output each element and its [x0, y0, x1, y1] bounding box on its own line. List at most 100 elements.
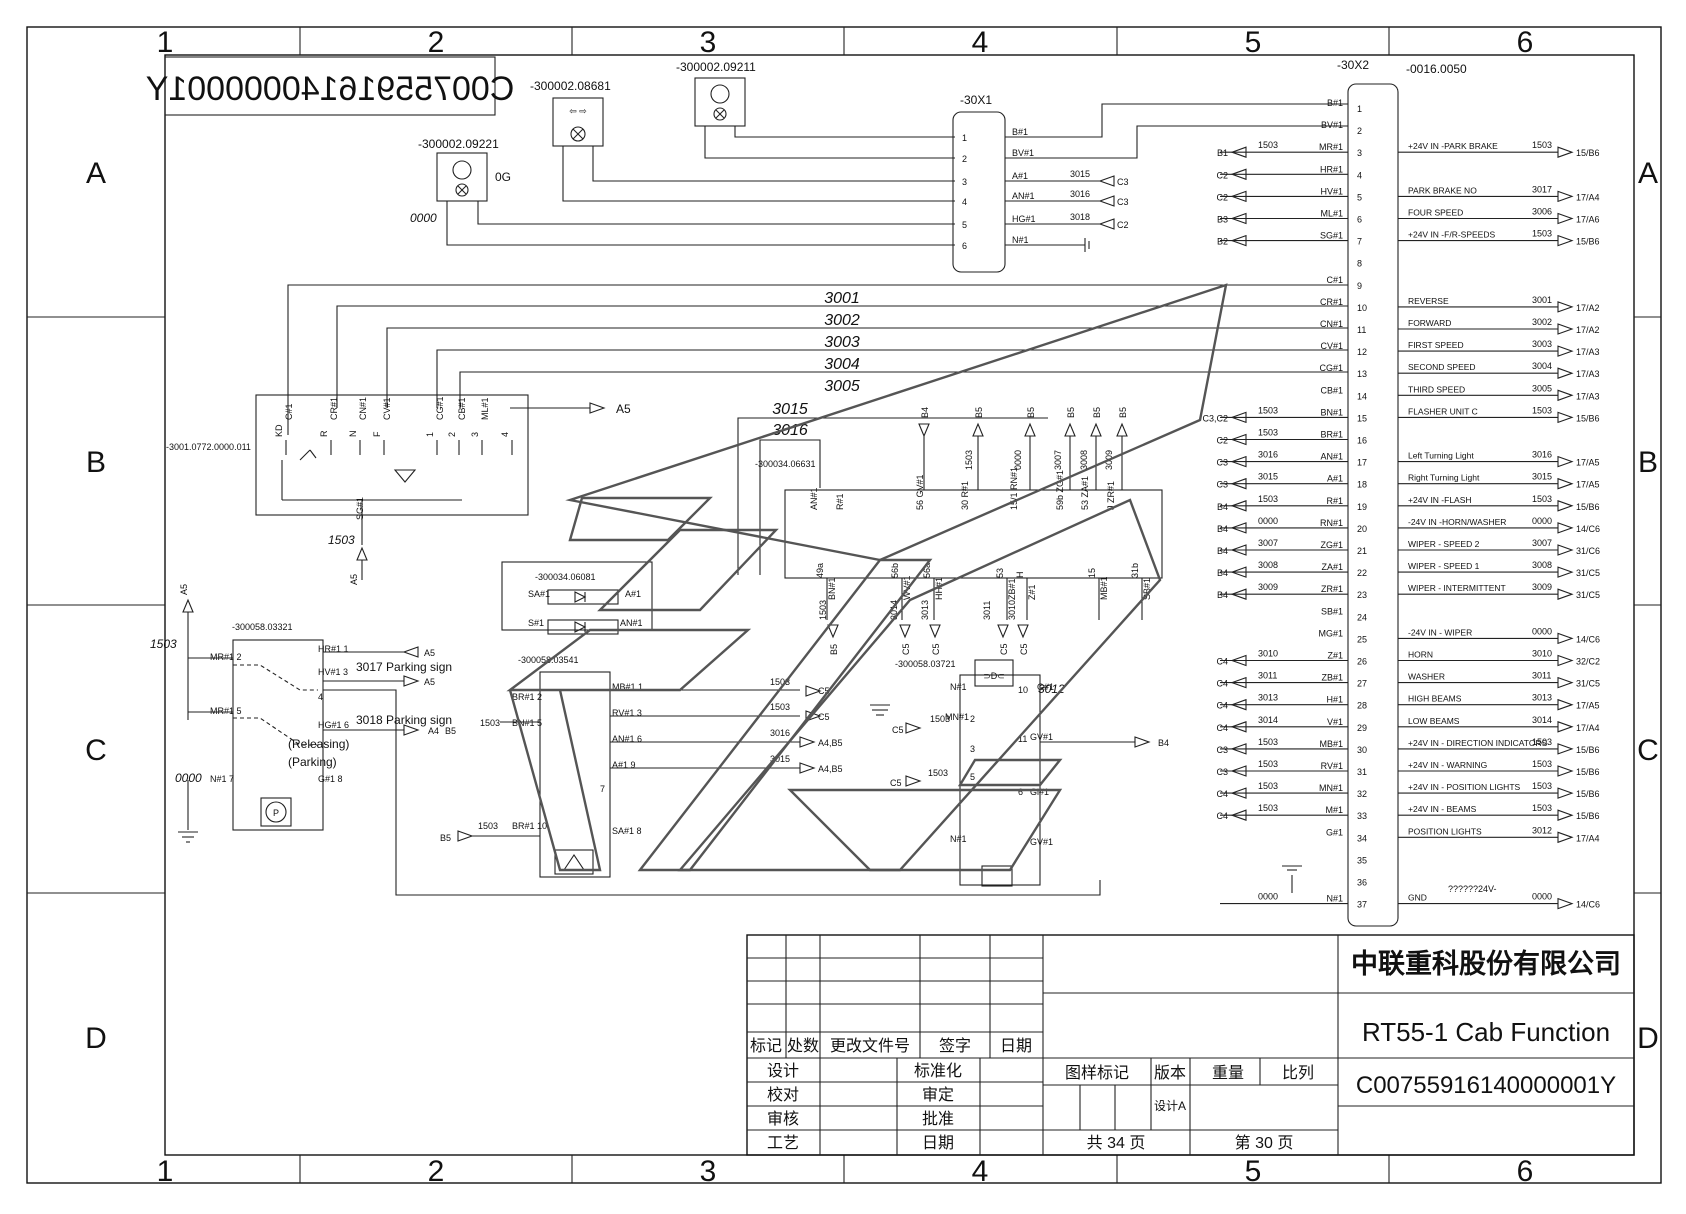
- x2-pin-27: 27: [1357, 679, 1367, 689]
- svg-text:⇦ ⇨: ⇦ ⇨: [569, 106, 587, 116]
- haz-pin-1: BN#1 5: [512, 718, 542, 728]
- x2-desc-5: PARK BRAKE NO: [1408, 185, 1477, 195]
- x2-sublabel: -0016.0050: [1406, 62, 1467, 76]
- sw-code-6: 3: [470, 432, 480, 437]
- x2-pin-33: 33: [1357, 811, 1367, 821]
- sw-tag-3: CV#1: [382, 397, 392, 420]
- relay-bottom-dest-4: C5: [1019, 643, 1029, 655]
- svg-text:设计A: 设计A: [1154, 1099, 1186, 1113]
- x2-desc-37: GND: [1408, 893, 1427, 903]
- relay-top-0: B4: [920, 407, 930, 418]
- sw-tag-5: CB#1: [457, 397, 467, 420]
- sw-code-3: F: [372, 431, 382, 437]
- x2-ldest-32: C4: [1216, 789, 1228, 799]
- x2-desc-18: Right Turning Light: [1408, 473, 1480, 483]
- x2-pin-7: 7: [1357, 237, 1362, 247]
- relay-wire-top-2: 3007: [1053, 450, 1063, 470]
- x1-pin-6: 6: [962, 241, 967, 251]
- x2-ldest-17: C3: [1216, 458, 1228, 468]
- routing-overlays: [506, 283, 1228, 872]
- light-pin-5: GV#1: [1030, 837, 1053, 847]
- relay-pin-2: 56 GV#1: [915, 474, 925, 510]
- x2-rdest-25: 14/C6: [1576, 634, 1600, 644]
- lamp-k2: -300002.08681 ⇦ ⇨: [530, 79, 955, 202]
- relay-bottom-tag-4: Z#1: [1027, 584, 1037, 600]
- x2-pin-14: 14: [1357, 391, 1367, 401]
- x2-tag-11: CN#1: [1320, 319, 1343, 329]
- x2-rwire-3: 1503: [1532, 140, 1552, 150]
- x2-tag-15: BN#1: [1320, 407, 1343, 417]
- lightsw-label: -300058.03721: [895, 659, 956, 669]
- svg-text:1503: 1503: [770, 677, 790, 687]
- x2-desc-14: THIRD SPEED: [1408, 384, 1465, 394]
- x2-rdest-10: 17/A2: [1576, 303, 1600, 313]
- x2-rdest-22: 31/C5: [1576, 568, 1600, 578]
- svg-text:重量: 重量: [1212, 1064, 1244, 1082]
- park-pin-3: HR#1 1: [318, 644, 349, 654]
- x1-pin-3: 3: [962, 177, 967, 187]
- x2-rdest-29: 17/A4: [1576, 723, 1600, 733]
- x2-tag-33: M#1: [1325, 805, 1343, 815]
- x2-rdest-23: 31/C5: [1576, 590, 1600, 600]
- bus-3004: 3004: [824, 356, 860, 373]
- relay-bottom-tag-2: HH#1: [934, 577, 944, 600]
- grid-col-top-4: 4: [972, 26, 989, 59]
- park-parking: (Parking): [288, 755, 337, 769]
- drawing-number-mirrored: C00755916140000001Y: [146, 70, 515, 108]
- svg-text:1503: 1503: [770, 702, 790, 712]
- grid-row-right-A: A: [1638, 157, 1658, 190]
- x2-pin-20: 20: [1357, 524, 1367, 534]
- x2-rwire-31: 1503: [1532, 759, 1552, 769]
- grid-row-left-C: C: [85, 734, 107, 767]
- svg-text:设计: 设计: [767, 1062, 799, 1080]
- x2-tag-14: CB#1: [1320, 385, 1343, 395]
- x2-tag-31: RV#1: [1321, 761, 1343, 771]
- relay-bottom-dest-0: B5: [829, 644, 839, 655]
- relay-bottom-wire-1: 3014: [889, 600, 899, 620]
- x2-pin-6: 6: [1357, 215, 1362, 225]
- relay-pin-0: AN#1: [809, 487, 819, 510]
- x2-pin-29: 29: [1357, 723, 1367, 733]
- relay-wire-top-1: 0000: [1013, 450, 1023, 470]
- haz-pin-0: BR#1 2: [512, 692, 542, 702]
- grid-col-bottom-3: 3: [700, 1155, 717, 1188]
- x2-ldest-15: C3,C2: [1202, 413, 1228, 423]
- x2-rdest-12: 17/A3: [1576, 347, 1600, 357]
- x2-pin-18: 18: [1357, 480, 1367, 490]
- svg-text:3015: 3015: [770, 754, 790, 764]
- x2-pin-11: 11: [1357, 325, 1366, 335]
- x2-pin-25: 25: [1357, 634, 1367, 644]
- x2-pin-17: 17: [1357, 458, 1367, 468]
- x2-pin-23: 23: [1357, 590, 1367, 600]
- x2-lwire-16: 1503: [1258, 428, 1278, 438]
- x2-tag-21: ZG#1: [1320, 540, 1343, 550]
- x2-rdest-5: 17/A4: [1576, 192, 1600, 202]
- x2-rdest-21: 31/C6: [1576, 546, 1600, 556]
- relay-bottom-5: 15: [1087, 568, 1097, 578]
- relay-bottom-wire-4: 3010: [1007, 600, 1017, 620]
- x2-ldest-20: B4: [1217, 524, 1228, 534]
- svg-text:A#1: A#1: [625, 589, 641, 599]
- relay-pin-7: J ZR#1: [1106, 481, 1116, 510]
- bus-3005: 3005: [824, 378, 860, 395]
- svg-text:签字: 签字: [939, 1037, 971, 1055]
- grid-row-right-C: C: [1637, 734, 1659, 767]
- grid-col-top-6: 6: [1517, 26, 1534, 59]
- x2-lwire-28: 3013: [1258, 693, 1278, 703]
- x2-rwire-15: 1503: [1532, 405, 1552, 415]
- relay-bottom-dest-3: C5: [999, 643, 1009, 655]
- x2-tag-28: H#1: [1326, 695, 1343, 705]
- direction-switch: -3001.0772.0000.011 KDC#1RCR#1NCN#1FCV#1…: [166, 394, 631, 585]
- k3-label: -300002.09211: [676, 60, 756, 74]
- x2-rdest-7: 15/B6: [1576, 237, 1600, 247]
- x2-pin-24: 24: [1357, 612, 1367, 622]
- x2-ldest-29: C4: [1216, 723, 1228, 733]
- x1-pin-1: 1: [962, 133, 967, 143]
- relay-pin-4: 15/1 RN#1: [1009, 467, 1019, 510]
- x2-rwire-11: 3002: [1532, 317, 1552, 327]
- svg-text:C5: C5: [890, 778, 902, 788]
- x2-desc-22: WIPER - SPEED 1: [1408, 561, 1480, 571]
- x2-ldest-21: B4: [1217, 546, 1228, 556]
- x2-pin-8: 8: [1357, 259, 1362, 269]
